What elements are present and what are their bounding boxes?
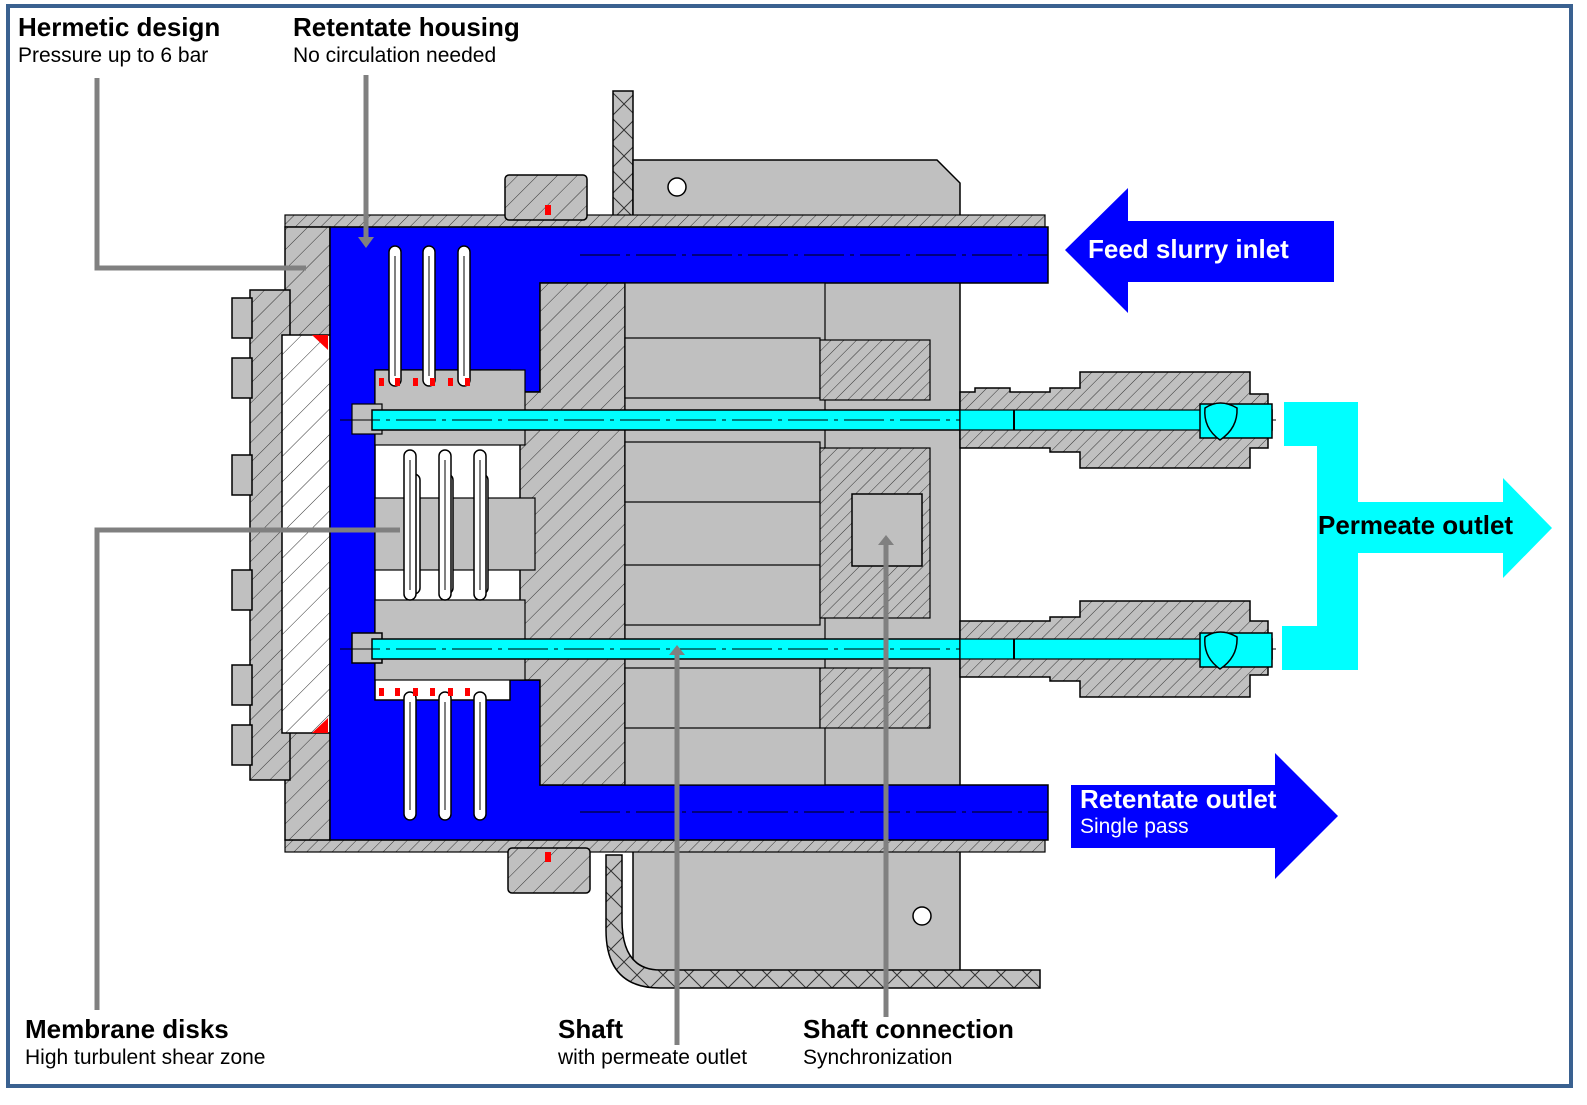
housing — [231, 174, 1046, 894]
feed-inlet-label: Feed slurry inlet — [1088, 234, 1289, 264]
label-title: Hermetic design — [18, 12, 221, 42]
flow-title: Feed slurry inlet — [1088, 234, 1289, 264]
retentate-outlet-label: Retentate outlet Single pass — [1080, 784, 1276, 840]
label-title: Retentate housing — [293, 12, 520, 42]
o-ring-seal — [379, 378, 384, 386]
permeate-outlet-arrow — [1282, 402, 1552, 670]
flow-arrows — [1065, 188, 1552, 879]
o-ring-seal — [430, 688, 435, 696]
o-ring-seal — [448, 378, 453, 386]
label-subtitle: No circulation needed — [293, 44, 497, 67]
o-ring-seal — [430, 378, 435, 386]
bolt-hole — [912, 906, 932, 926]
label-retentate-housing: Retentate housing No circulation needed — [293, 12, 520, 70]
flow-subtitle: Single pass — [1080, 815, 1189, 838]
sight-glass — [281, 334, 331, 734]
shaft-coupling — [851, 493, 923, 567]
o-ring-seal — [465, 378, 470, 386]
feed-inlet-arrow — [1065, 188, 1334, 313]
membrane-disks — [379, 245, 489, 821]
permeate-outlet-label: Permeate outlet — [1318, 510, 1513, 540]
check-valve-icon — [1204, 402, 1238, 441]
retentate-outlet-arrow — [1071, 753, 1338, 879]
o-ring-seal — [395, 688, 400, 696]
leader-membrane-disks — [94, 527, 400, 1010]
bolt-hole — [667, 177, 687, 197]
leader-lines — [94, 75, 889, 1045]
label-membrane-disks: Membrane disks High turbulent shear zone — [25, 1014, 266, 1072]
label-subtitle: with permeate outlet — [558, 1046, 748, 1069]
flow-title: Retentate outlet — [1080, 784, 1277, 814]
o-ring-seal — [413, 688, 418, 696]
check-valve-icon — [1204, 631, 1238, 670]
o-ring-seal — [465, 688, 470, 696]
label-title: Shaft connection — [803, 1014, 1014, 1044]
label-subtitle: Pressure up to 6 bar — [18, 44, 209, 67]
label-hermetic-design: Hermetic design Pressure up to 6 bar — [18, 12, 220, 70]
o-ring-seal — [395, 378, 400, 386]
flow-title: Permeate outlet — [1318, 510, 1514, 540]
label-title: Shaft — [558, 1014, 623, 1044]
o-ring-seal — [413, 378, 418, 386]
label-title: Membrane disks — [25, 1014, 229, 1044]
leader-hermetic — [94, 78, 306, 271]
rotary-unions — [959, 371, 1273, 698]
label-shaft-connection: Shaft connection Synchronization — [803, 1014, 1014, 1072]
o-ring-seal — [379, 688, 384, 696]
flange-bolts — [231, 297, 253, 766]
label-shaft: Shaft with permeate outlet — [558, 1014, 747, 1072]
label-subtitle: Synchronization — [803, 1046, 953, 1069]
label-subtitle: High turbulent shear zone — [25, 1046, 266, 1069]
o-ring-seal — [448, 688, 453, 696]
